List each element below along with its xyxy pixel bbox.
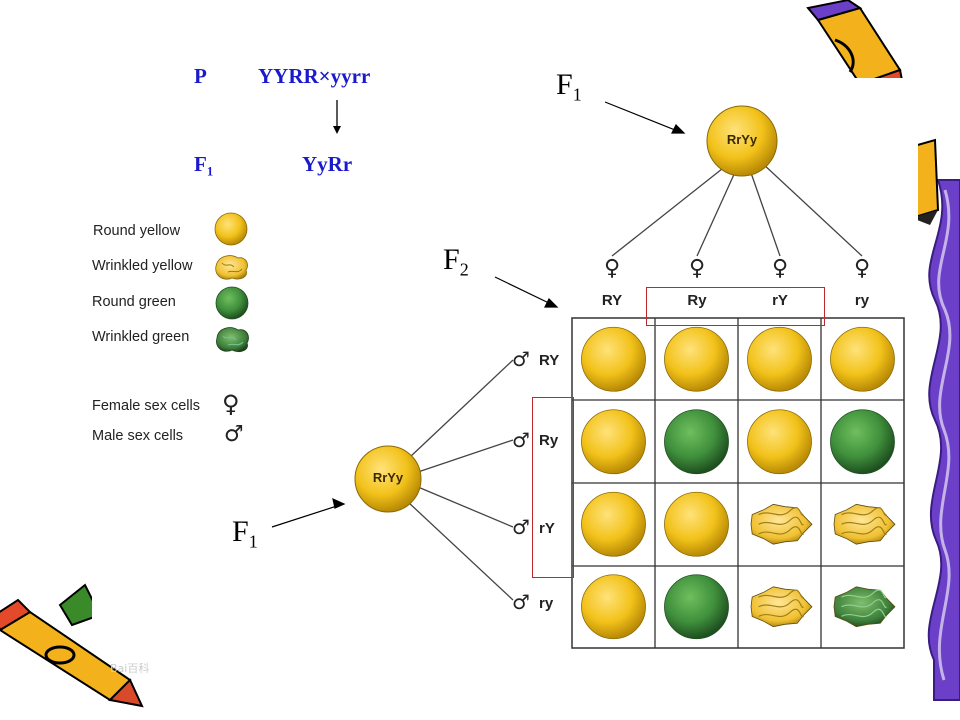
- female-gamete: Ry: [687, 292, 707, 309]
- cross-p-label: P: [194, 64, 207, 88]
- punnett-cells: [581, 326, 896, 640]
- arrow-f1-top: [604, 101, 686, 134]
- male-symbol-icon: ♂: [512, 515, 530, 539]
- female-gamete: rY: [772, 292, 788, 309]
- female-symbol-icon: ♀: [603, 256, 621, 281]
- cross-parent-genotypes: YYRR×yyrr: [258, 64, 371, 88]
- male-symbol-icon: ♂: [512, 347, 530, 371]
- legend-label-wrinkled-green: Wrinkled green: [92, 329, 190, 345]
- legend-seed-wrinkled-green: [216, 327, 249, 352]
- parent-seed-left: [354, 445, 422, 513]
- label-f1-bottom: F1: [232, 515, 258, 552]
- highlight-male-recombinant-gametes: [532, 397, 574, 578]
- male-branch-lines: [407, 359, 514, 601]
- label-f2: F2: [443, 243, 469, 280]
- punnett-seed-wrinkled-green: [833, 586, 896, 628]
- female-gamete: ry: [854, 292, 870, 309]
- female-symbol-icon: ♀: [222, 390, 240, 418]
- female-symbol-icon: ♀: [771, 256, 789, 281]
- legend-female-label: Female sex cells: [92, 398, 200, 414]
- male-symbol-icon: ♂: [512, 428, 530, 452]
- male-gamete: rY: [539, 520, 555, 537]
- punnett-seed-round-green: [664, 574, 729, 640]
- punnett-seed-round-yellow: [581, 326, 646, 392]
- female-gamete: RY: [601, 292, 623, 309]
- legend-male-label: Male sex cells: [92, 428, 184, 444]
- punnett-grid-lines: [572, 318, 904, 648]
- punnett-seed-round-yellow: [581, 491, 646, 557]
- punnett-seed-wrinkled-yellow: [750, 503, 813, 545]
- punnett-seed-round-green: [830, 409, 895, 475]
- legend-seed-round-yellow: [214, 212, 248, 246]
- punnett-seed-round-yellow: [747, 409, 812, 475]
- female-branch-lines: [611, 162, 863, 257]
- punnett-seed-round-yellow: [830, 326, 895, 392]
- punnett-seed-round-yellow: [581, 409, 646, 475]
- legend-seed-wrinkled-yellow: [215, 255, 248, 280]
- watermark: Bai百科: [110, 662, 150, 675]
- highlight-female-recombinant-gametes: [646, 287, 825, 326]
- parent-seed-top: [706, 105, 778, 177]
- punnett-seed-round-yellow: [664, 326, 729, 392]
- male-symbol-icon: ♂: [512, 590, 530, 614]
- punnett-seed-round-green: [664, 409, 729, 475]
- legend-label-round-green: Round green: [92, 294, 176, 310]
- purple-wavy-border: [927, 179, 960, 701]
- arrow-f1-bottom: [271, 497, 346, 528]
- legend-label-round-yellow: Round yellow: [93, 223, 181, 239]
- legend-seed-round-green: [215, 286, 249, 320]
- female-symbol-icon: ♀: [853, 256, 871, 281]
- punnett-seed-round-yellow: [747, 326, 812, 392]
- punnett-seed-round-yellow: [581, 574, 646, 640]
- left-parent-genotype: RrYy: [372, 470, 404, 485]
- cross-f1-label: F1: [194, 152, 214, 179]
- punnett-seed-wrinkled-yellow: [750, 586, 813, 628]
- punnett-seed-wrinkled-yellow: [833, 503, 896, 545]
- male-symbol-icon: ♂: [224, 422, 244, 447]
- legend-label-wrinkled-yellow: Wrinkled yellow: [92, 258, 193, 274]
- top-parent-genotype: RrYy: [726, 132, 758, 147]
- male-gamete: ry: [539, 595, 554, 612]
- male-gamete: Ry: [539, 432, 559, 449]
- label-f1-top: F1: [556, 68, 582, 105]
- arrow-f2: [494, 276, 559, 308]
- female-symbol-icon: ♀: [688, 256, 706, 281]
- cross-f1-genotype: YyRr: [302, 152, 353, 176]
- male-gamete: RY: [539, 352, 560, 369]
- punnett-seed-round-yellow: [664, 491, 729, 557]
